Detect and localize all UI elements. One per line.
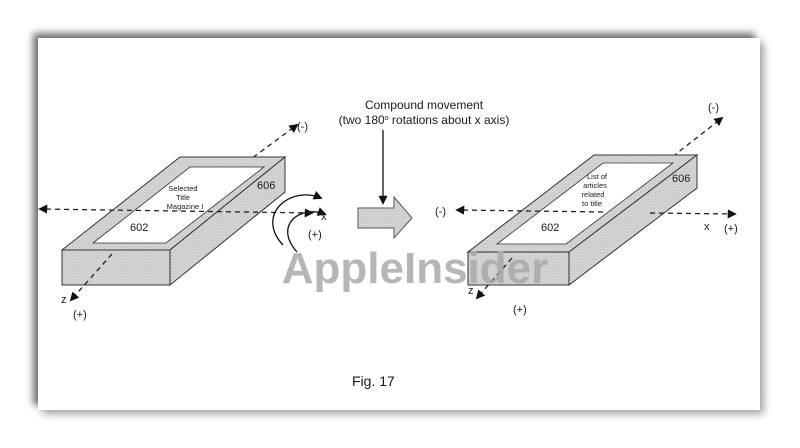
- left-axis-z-label: z: [61, 294, 67, 306]
- left-ref-602: 602: [130, 222, 148, 234]
- right-sign-left: (-): [435, 206, 446, 218]
- left-screen-line-1: Selected: [168, 184, 197, 193]
- right-axis-x-label: x: [704, 221, 710, 233]
- right-sign-right: (+): [724, 223, 738, 235]
- movement-label-line-2: (two 180o rotations about x axis): [339, 113, 510, 127]
- block-arrow: [358, 197, 412, 238]
- right-sign-bottom: (+): [513, 304, 527, 316]
- left-ref-606: 606: [257, 180, 275, 192]
- left-screen-line-3: Magazine I: [167, 202, 204, 211]
- right-screen-line-4: to title: [582, 199, 602, 208]
- figure-caption: Fig. 17: [352, 373, 395, 389]
- left-axis-x-label: x: [321, 211, 327, 223]
- right-ref-606: 606: [672, 173, 690, 185]
- compound-movement: Compound movement (two 180o rotations ab…: [339, 98, 510, 238]
- appleinsider-watermark: AppleInsider: [282, 244, 549, 293]
- left-sign-top: (-): [297, 121, 308, 133]
- right-sign-top: (-): [708, 102, 719, 114]
- left-sign-rotation: (+): [308, 229, 322, 241]
- movement-label-line-1: Compound movement: [365, 98, 484, 112]
- left-screen-line-2: Title: [176, 193, 190, 202]
- right-screen-line-3: related: [582, 190, 605, 199]
- right-screen-line-2: articles: [583, 181, 607, 190]
- left-sign-bottom: (+): [73, 309, 87, 321]
- left-device-front-face: [62, 250, 170, 285]
- right-ref-602: 602: [541, 222, 559, 234]
- right-screen-line-1: List of: [587, 172, 608, 181]
